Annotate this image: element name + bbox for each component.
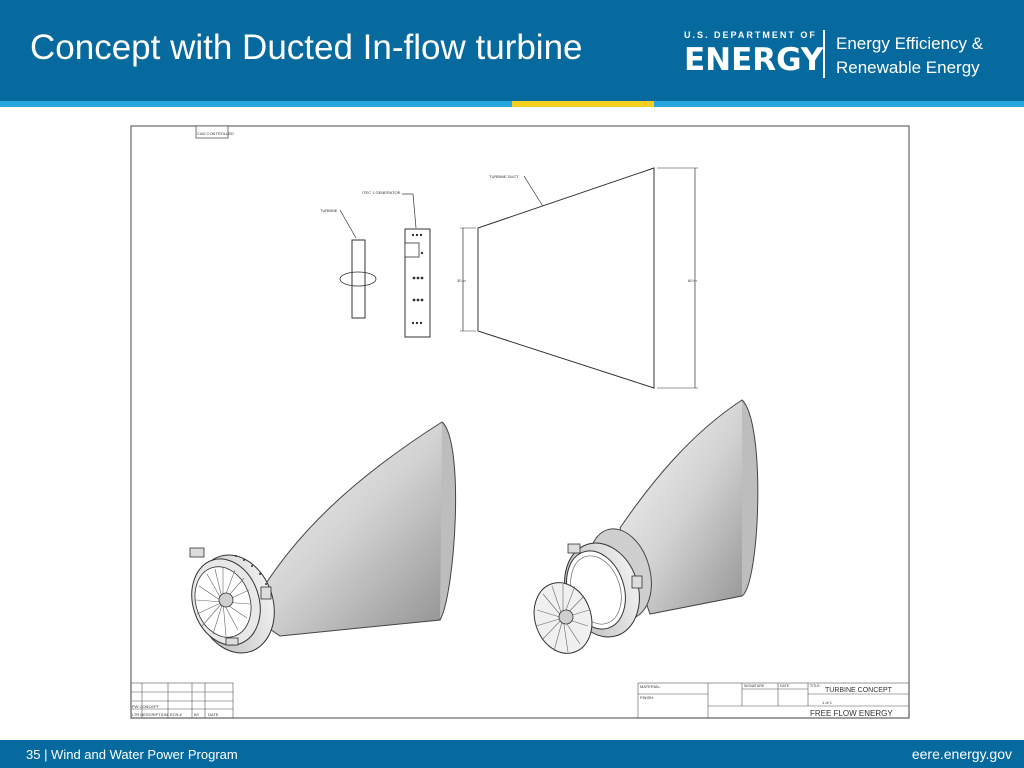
assembly-3d-left bbox=[189, 421, 457, 654]
dim-large: 60 in bbox=[688, 278, 697, 283]
revision-table bbox=[130, 682, 234, 719]
cad-controlled-box: CAD CONTROLLED bbox=[195, 125, 234, 139]
doe-logo-energy-text: ENERGY bbox=[684, 42, 824, 78]
rev-date-label: DATE bbox=[208, 712, 219, 717]
eere-logo-line2: Renewable Energy bbox=[836, 58, 980, 77]
duct-2d-view: TURBINE DUCT 30 in 60 in bbox=[457, 167, 698, 389]
title-block-title-label: TITLE: bbox=[810, 684, 821, 688]
title-block-drawing-title: TURBINE CONCEPT bbox=[825, 687, 893, 694]
rev-eco-label: ECN # bbox=[170, 712, 183, 717]
label-generator: ITEC 1 GENERATOR bbox=[362, 190, 401, 195]
title-block-signature: SIGNATURE bbox=[744, 684, 765, 688]
accent-stripe-blue-right bbox=[654, 101, 1024, 107]
accent-stripe-yellow bbox=[512, 101, 654, 107]
turbine-2d-view: TURBINE bbox=[320, 208, 377, 319]
title-block-sheet: 1 of 1 bbox=[822, 700, 833, 705]
footer-program-text: 35 | Wind and Water Power Program bbox=[26, 747, 238, 762]
label-duct: TURBINE DUCT bbox=[489, 174, 519, 179]
generator-2d-view: ITEC 1 GENERATOR bbox=[362, 190, 431, 338]
footer-bar bbox=[0, 740, 1024, 768]
title-block-date: DATE bbox=[780, 684, 790, 688]
rev-by-label: BY bbox=[194, 712, 200, 717]
assembly-3d-right bbox=[533, 399, 759, 654]
header-bar bbox=[0, 0, 1024, 101]
eere-logo-line1: Energy Efficiency & bbox=[836, 34, 984, 53]
cad-controlled-text: CAD CONTROLLED bbox=[197, 131, 234, 136]
title-block-company: FREE FLOW ENERGY bbox=[810, 709, 893, 718]
engineering-drawing: CAD CONTROLLED TURBINE ITEC 1 GENERATOR … bbox=[130, 125, 910, 719]
title-block-finish: FINISH: bbox=[640, 695, 654, 700]
rev-row-description: LTR DESCRIPTION bbox=[132, 712, 168, 717]
dim-small: 30 in bbox=[457, 278, 466, 283]
label-turbine: TURBINE bbox=[320, 208, 338, 213]
accent-stripe-blue bbox=[0, 101, 512, 107]
slide-title: Concept with Ducted In-flow turbine bbox=[30, 28, 583, 67]
rev-row-concept: PW CONCEPT bbox=[132, 704, 160, 709]
footer-website-link[interactable]: eere.energy.gov bbox=[911, 746, 1012, 762]
doe-logo-small-text: U.S. DEPARTMENT OF bbox=[684, 30, 817, 40]
logo-divider bbox=[823, 30, 825, 78]
title-block bbox=[637, 682, 910, 719]
title-block-material: MATERIAL: bbox=[640, 684, 661, 689]
